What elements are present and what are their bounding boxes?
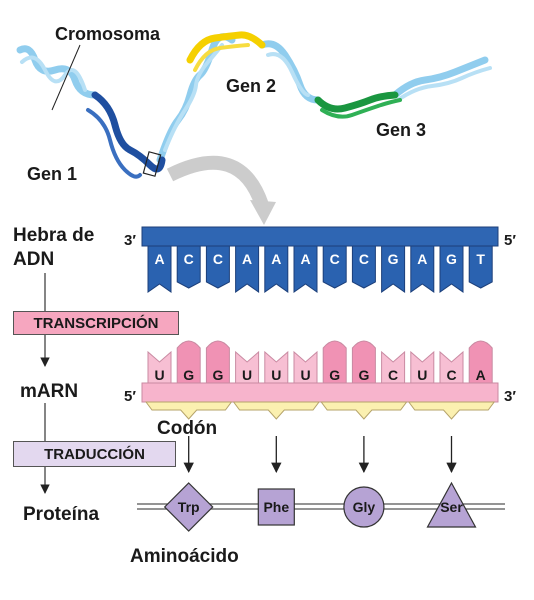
dna-strand-label-line2: ADN <box>13 249 54 270</box>
amino-acid-shape <box>343 486 385 528</box>
codon-bracket <box>145 401 233 420</box>
amino-acid-shape <box>257 488 295 526</box>
protein-label: Proteína <box>23 504 99 525</box>
mrna-base-letter: U <box>242 367 252 383</box>
chromosome <box>16 33 492 164</box>
amino-acid-label: Aminoácido <box>130 546 239 567</box>
amino-acid-name: Trp <box>178 499 200 515</box>
mrna-backbone <box>141 382 499 403</box>
dna-base-tab <box>381 245 406 293</box>
gene1-label: Gen 1 <box>27 164 77 184</box>
amino-acid-name: Phe <box>263 499 289 515</box>
translation-label: TRADUCCIÓN <box>44 445 145 463</box>
dna-base-letter: A <box>417 251 427 267</box>
codon-brackets <box>145 401 496 420</box>
gene3-label: Gen 3 <box>376 120 426 140</box>
mrna-base-tab <box>351 340 376 384</box>
gene2-label: Gen 2 <box>226 76 276 96</box>
dna-base-letter: C <box>359 251 369 267</box>
dna-right-end-label: 5′ <box>504 232 516 249</box>
mrna-base-letter: C <box>388 367 398 383</box>
dna-base-tab <box>351 245 376 289</box>
dna-base-letter: A <box>271 251 281 267</box>
mrna-label: mARN <box>20 381 78 402</box>
codon-bracket <box>407 401 496 420</box>
dna-base-letter: G <box>388 251 399 267</box>
transcription-label: TRANSCRIPCIÓN <box>33 314 159 332</box>
mrna-base-tab <box>205 340 230 384</box>
mrna-base-letter: A <box>476 367 486 383</box>
dna-base-letter: A <box>154 251 164 267</box>
dna-region-box <box>142 151 162 177</box>
mrna-base-letter: G <box>183 367 194 383</box>
mrna-base-letter: U <box>154 367 164 383</box>
mrna-base-letter: G <box>212 367 223 383</box>
mrna-base-tab <box>176 340 201 384</box>
dna-base-letter: G <box>446 251 457 267</box>
dna-base-tab <box>235 245 260 293</box>
zoom-arrow-head <box>250 200 276 225</box>
dna-backbone <box>141 226 499 247</box>
mrna-base-letter: C <box>446 367 456 383</box>
dna-base-tab <box>439 245 464 293</box>
dna-base-tab <box>410 245 435 293</box>
amino-acid-name: Gly <box>353 499 376 515</box>
dna-base-tab <box>468 245 493 289</box>
amino-acid-shape <box>426 481 477 528</box>
amino-acid-shape <box>163 482 214 532</box>
dna-base-letter: A <box>242 251 252 267</box>
dna-base-tab <box>205 245 230 289</box>
codon-arrows <box>183 436 457 474</box>
dna-base-letter: C <box>330 251 340 267</box>
dna-base-letter: C <box>184 251 194 267</box>
mrna-base-letter: G <box>358 367 369 383</box>
mrna-base-tab <box>322 340 347 384</box>
mrna-base-tab <box>468 340 493 384</box>
chromosome-pointer-line <box>51 44 81 111</box>
dna-base-tab <box>322 245 347 289</box>
dna-base-tab <box>293 245 318 293</box>
gene3-segment <box>314 91 402 119</box>
mrna-right-end-label: 3′ <box>504 388 516 405</box>
amino-acid-chain: Trp Phe Gly Ser <box>163 481 477 532</box>
mrna-base-letter: U <box>271 367 281 383</box>
gene1-segment <box>86 91 166 179</box>
dna-base-letter: T <box>476 251 485 267</box>
mrna-base-letter: U <box>417 367 427 383</box>
dna-base-tab <box>176 245 201 289</box>
translation-box: TRADUCCIÓN <box>13 441 176 467</box>
chromosome-label: Cromosoma <box>55 24 161 44</box>
mrna-base-letter: U <box>300 367 310 383</box>
dna-base-letter: C <box>213 251 223 267</box>
transcription-box: TRANSCRIPCIÓN <box>13 311 179 335</box>
amino-acid-name: Ser <box>440 499 463 515</box>
codon-bracket <box>320 401 408 420</box>
dna-strand-label-line1: Hebra de <box>13 225 94 246</box>
mrna-left-end-label: 5′ <box>124 388 136 405</box>
gene2-segment <box>186 31 266 72</box>
mrna-base-letter: G <box>329 367 340 383</box>
dna-base-tab <box>264 245 289 293</box>
dna-base-tab <box>147 245 172 293</box>
zoom-arrow-body <box>166 155 269 208</box>
codon-bracket <box>232 401 320 420</box>
dna-left-end-label: 3′ <box>124 232 136 249</box>
codon-label: Codón <box>157 418 217 439</box>
dna-base-letter: A <box>300 251 310 267</box>
